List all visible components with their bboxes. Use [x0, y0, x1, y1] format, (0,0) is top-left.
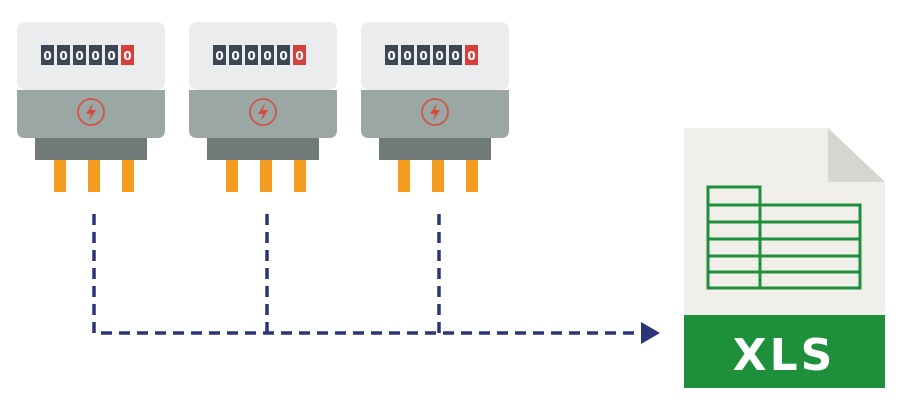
digit-box: [385, 45, 398, 65]
meter-digits: 0 0 0 0 0 0: [41, 45, 134, 65]
electricity-meter-1: 0 0 0 0 0 0: [17, 22, 165, 192]
digit-box: [277, 45, 290, 65]
electricity-meter-3: 0 0 0 0 0 0: [361, 22, 509, 192]
meter-digit: 0: [215, 49, 223, 63]
meter-digit: 0: [279, 49, 287, 63]
meter-digit: 0: [91, 49, 99, 63]
meter-digit: 0: [59, 49, 67, 63]
meter-digit: 0: [467, 49, 475, 63]
digit-box: [57, 45, 70, 65]
spreadsheet-file-icon: XLS: [684, 128, 885, 388]
digit-box: [213, 45, 226, 65]
meter-pin: [226, 160, 238, 192]
digit-box-last: [121, 45, 134, 65]
digit-box: [401, 45, 414, 65]
file-corner-fold: [828, 128, 885, 182]
digit-box: [229, 45, 242, 65]
meter-digit: 0: [387, 49, 395, 63]
digit-box: [73, 45, 86, 65]
connector-line-1: [92, 214, 640, 335]
meter-digit: 0: [231, 49, 239, 63]
meter-digit: 0: [75, 49, 83, 63]
lightning-bolt-icon: [77, 98, 105, 126]
meter-digit: 0: [419, 49, 427, 63]
meter-pin: [294, 160, 306, 192]
spreadsheet-grid-icon: [706, 185, 862, 290]
meter-digits: 0 0 0 0 0 0: [385, 45, 478, 65]
digit-box: [41, 45, 54, 65]
meter-digit: 0: [403, 49, 411, 63]
dashed-connector: [92, 214, 640, 335]
meter-base: [379, 138, 491, 160]
xls-label-band: [684, 315, 885, 388]
arrow-right-icon: [641, 322, 660, 344]
meter-digit: 0: [435, 49, 443, 63]
digit-box-last: [465, 45, 478, 65]
lightning-bolt-icon: [249, 98, 277, 126]
digit-box: [89, 45, 102, 65]
lightning-bolt-icon: [421, 98, 449, 126]
meter-pin: [432, 160, 444, 192]
digit-box-last: [293, 45, 306, 65]
digit-box: [245, 45, 258, 65]
digit-box: [105, 45, 118, 65]
meter-digits: 0 0 0 0 0 0: [213, 45, 306, 65]
meter-pin: [122, 160, 134, 192]
meter-digit: 0: [43, 49, 51, 63]
meter-pin: [54, 160, 66, 192]
electricity-meter-2: 0 0 0 0 0 0: [189, 22, 337, 192]
meter-pin: [88, 160, 100, 192]
xls-label: XLS: [733, 330, 836, 381]
meter-digit: 0: [263, 49, 271, 63]
meter-digit: 0: [247, 49, 255, 63]
digit-box: [417, 45, 430, 65]
digit-box: [449, 45, 462, 65]
meter-digit: 0: [123, 49, 131, 63]
meter-digit: 0: [451, 49, 459, 63]
meter-base: [207, 138, 319, 160]
meter-base: [35, 138, 147, 160]
meter-digit: 0: [295, 49, 303, 63]
meter-pin: [466, 160, 478, 192]
digit-box: [433, 45, 446, 65]
digit-box: [261, 45, 274, 65]
meter-pin: [398, 160, 410, 192]
meter-digit: 0: [107, 49, 115, 63]
meter-pin: [260, 160, 272, 192]
